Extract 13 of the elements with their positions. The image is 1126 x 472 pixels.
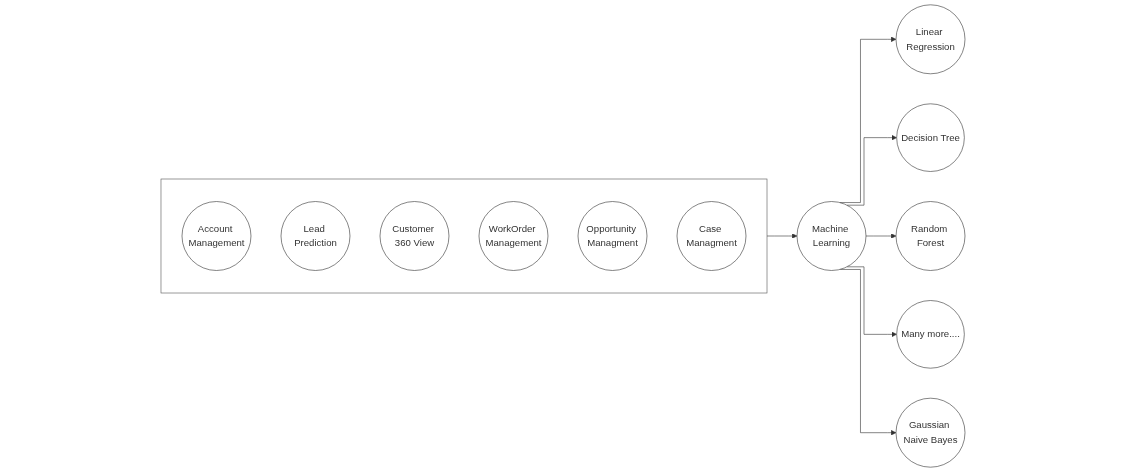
node-circle: Machine Learning — [796, 201, 867, 271]
node-circle: Many more.... — [896, 300, 965, 369]
node-circle: Lead Prediction — [280, 201, 351, 271]
node-circle: Gaussian Naive Bayes — [895, 397, 966, 468]
node-circle: Random Forest — [895, 201, 966, 271]
node-circle: Linear Regression — [895, 4, 966, 75]
node-circle: Account Management — [181, 201, 252, 271]
node-circle: Case Managment — [676, 201, 747, 271]
cluster — [160, 178, 768, 294]
node-circle: Decision Tree — [896, 103, 965, 172]
node-circle: Customer 360 View — [379, 201, 450, 271]
node-circle: WorkOrder Management — [478, 201, 549, 271]
node-circle: Opportunity Managment — [577, 201, 648, 271]
